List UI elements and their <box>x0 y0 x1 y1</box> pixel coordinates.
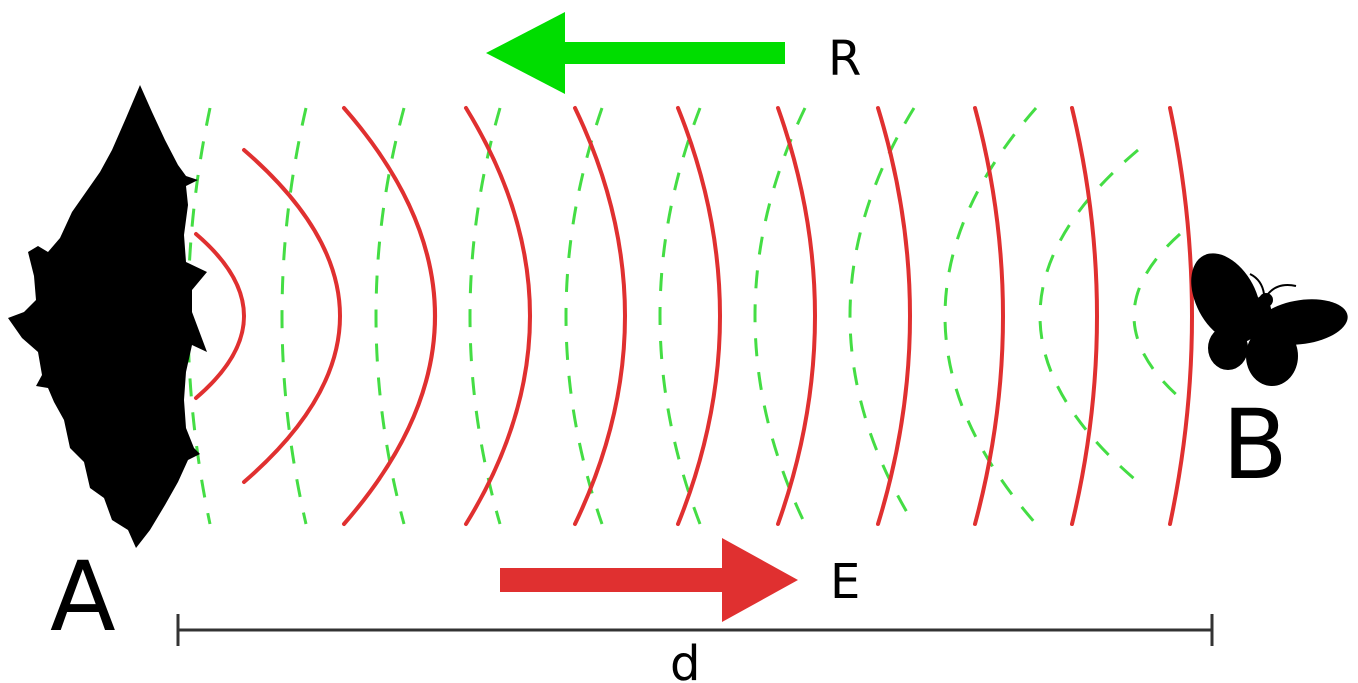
distance-ruler <box>176 614 1214 646</box>
reflected-wavefront <box>468 107 502 525</box>
reflected-wavefront <box>753 107 807 525</box>
emitted-wavefront <box>1070 106 1099 526</box>
reflected-arrow <box>486 12 785 94</box>
reflected-wavefront <box>280 107 308 525</box>
emitted-wavefront <box>342 106 437 526</box>
emitted-wavefront <box>194 232 246 400</box>
emitted-wavefront <box>876 106 912 526</box>
emitted-wavefront <box>464 106 532 526</box>
emitted-arrow <box>500 538 798 622</box>
emitted-wavefront <box>1168 106 1194 526</box>
label-source: A <box>50 541 116 653</box>
label-target: B <box>1222 389 1288 501</box>
label-emitted: E <box>830 554 860 610</box>
reflected-wavefront <box>1132 232 1181 400</box>
emitted-wavefront <box>242 148 342 484</box>
reflected-wavefront <box>564 107 604 525</box>
emitted-wave-group <box>194 106 1194 526</box>
emitted-wavefront <box>676 106 722 526</box>
label-distance: d <box>670 636 700 683</box>
label-reflected: R <box>828 31 861 87</box>
reflected-wavefront <box>848 107 916 525</box>
emitted-wavefront <box>776 106 817 526</box>
reflected-wavefront <box>374 107 406 525</box>
emitted-wavefront <box>573 106 627 526</box>
reflected-wave-group <box>186 107 1181 525</box>
reflected-wavefront <box>943 107 1038 525</box>
emitted-wavefront <box>973 106 1005 526</box>
bat-icon <box>8 85 207 548</box>
butterfly-icon <box>1191 253 1348 386</box>
reflected-wavefront <box>658 107 702 525</box>
